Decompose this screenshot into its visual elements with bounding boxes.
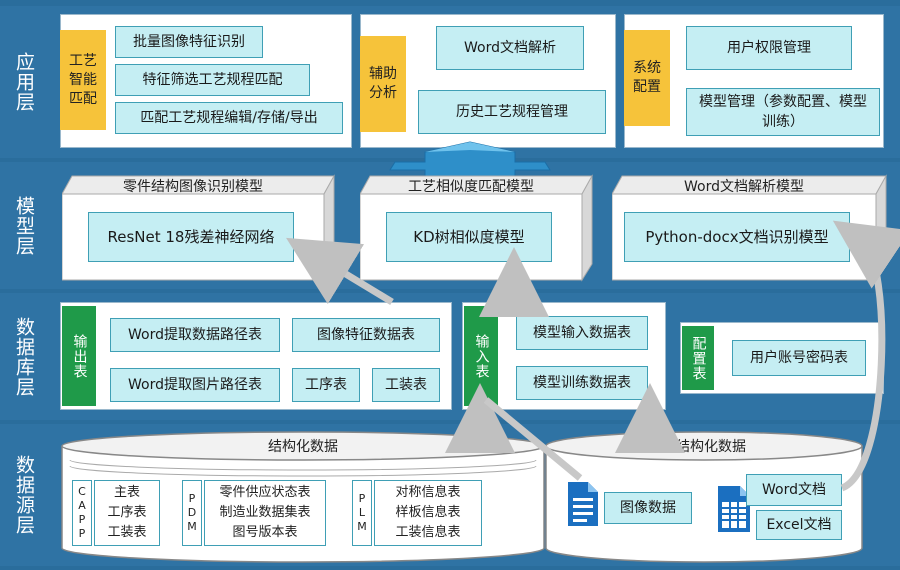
source-image-data[interactable]: 图像数据 xyxy=(604,492,692,524)
input-table-tag-text: 输入表 xyxy=(473,333,490,379)
db-user-account[interactable]: 用户账号密码表 xyxy=(732,340,866,376)
app-item-model-mgmt[interactable]: 模型管理（参数配置、模型训练） xyxy=(686,88,880,136)
capp-label: CAPP xyxy=(72,480,92,546)
aux-analysis-tag-text: 辅助分析 xyxy=(369,66,397,101)
db-model-input[interactable]: 模型输入数据表 xyxy=(516,316,648,350)
pdm-label: PDM xyxy=(182,480,202,546)
app-item-edit-store-export[interactable]: 匹配工艺规程编辑/存储/导出 xyxy=(115,102,343,134)
model-title-similarity: 工艺相似度匹配模型 xyxy=(408,179,534,195)
source-excel-doc[interactable]: Excel文档 xyxy=(756,510,842,540)
pdm-item-supply: 零件供应状态表 xyxy=(219,485,311,500)
app-item-feature-filter-match[interactable]: 特征筛选工艺规程匹配 xyxy=(115,64,310,96)
db-tooling[interactable]: 工装表 xyxy=(372,368,440,402)
output-table-tag-text: 输出表 xyxy=(71,333,88,379)
plm-item-symmetry: 对称信息表 xyxy=(395,485,461,500)
smart-matching-tag-text: 工艺智能匹配 xyxy=(69,52,97,107)
system-config-tag: 系统配置 xyxy=(624,30,670,126)
plm-table-list: 对称信息表 样板信息表 工装信息表 xyxy=(374,480,482,546)
db-word-image-path[interactable]: Word提取图片路径表 xyxy=(110,368,280,402)
model-python-docx[interactable]: Python-docx文档识别模型 xyxy=(624,212,850,262)
pdm-item-version: 图号版本表 xyxy=(232,525,298,540)
structured-data-title: 结构化数据 xyxy=(268,439,338,455)
capp-table-list: 主表 工序表 工装表 xyxy=(94,480,160,546)
layer-label-app: 应用层 xyxy=(13,52,35,112)
layer-label-database: 数据库层 xyxy=(13,316,35,397)
system-config-tag-text: 系统配置 xyxy=(633,60,661,95)
plm-item-template: 样板信息表 xyxy=(395,505,461,520)
capp-item-main: 主表 xyxy=(113,485,140,500)
layer-label-source: 数据源层 xyxy=(13,455,35,535)
config-table-tag: 配置表 xyxy=(682,326,714,390)
smart-matching-tag: 工艺智能匹配 xyxy=(60,30,106,130)
source-word-doc[interactable]: Word文档 xyxy=(746,474,842,506)
capp-item-tooling: 工装表 xyxy=(107,525,147,540)
app-item-user-permission[interactable]: 用户权限管理 xyxy=(686,26,852,70)
config-table-tag-text: 配置表 xyxy=(690,335,707,381)
up-arrow-to-app xyxy=(389,141,551,184)
layer-label-model: 模型层 xyxy=(13,195,35,256)
app-item-batch-image-recognition[interactable]: 批量图像特征识别 xyxy=(115,26,263,58)
model-resnet18[interactable]: ResNet 18残差神经网络 xyxy=(88,212,294,262)
plm-item-tooling-info: 工装信息表 xyxy=(395,525,461,540)
capp-item-process: 工序表 xyxy=(107,505,147,520)
model-title-image-recognition: 零件结构图像识别模型 xyxy=(123,179,263,195)
aux-analysis-tag: 辅助分析 xyxy=(360,36,406,132)
db-image-feature[interactable]: 图像特征数据表 xyxy=(292,318,440,352)
db-word-data-path[interactable]: Word提取数据路径表 xyxy=(110,318,280,352)
plm-label: PLM xyxy=(352,480,372,546)
model-title-word-parse: Word文档解析模型 xyxy=(684,179,804,195)
output-table-tag: 输出表 xyxy=(62,306,96,406)
app-item-word-parse[interactable]: Word文档解析 xyxy=(436,26,584,70)
image-document-icon xyxy=(568,482,598,526)
pdm-table-list: 零件供应状态表 制造业数据集表 图号版本表 xyxy=(204,480,326,546)
pdm-item-manufacturing: 制造业数据集表 xyxy=(219,505,311,520)
app-item-history-process-mgmt[interactable]: 历史工艺规程管理 xyxy=(418,90,606,134)
db-process[interactable]: 工序表 xyxy=(292,368,360,402)
spreadsheet-icon xyxy=(718,486,750,532)
